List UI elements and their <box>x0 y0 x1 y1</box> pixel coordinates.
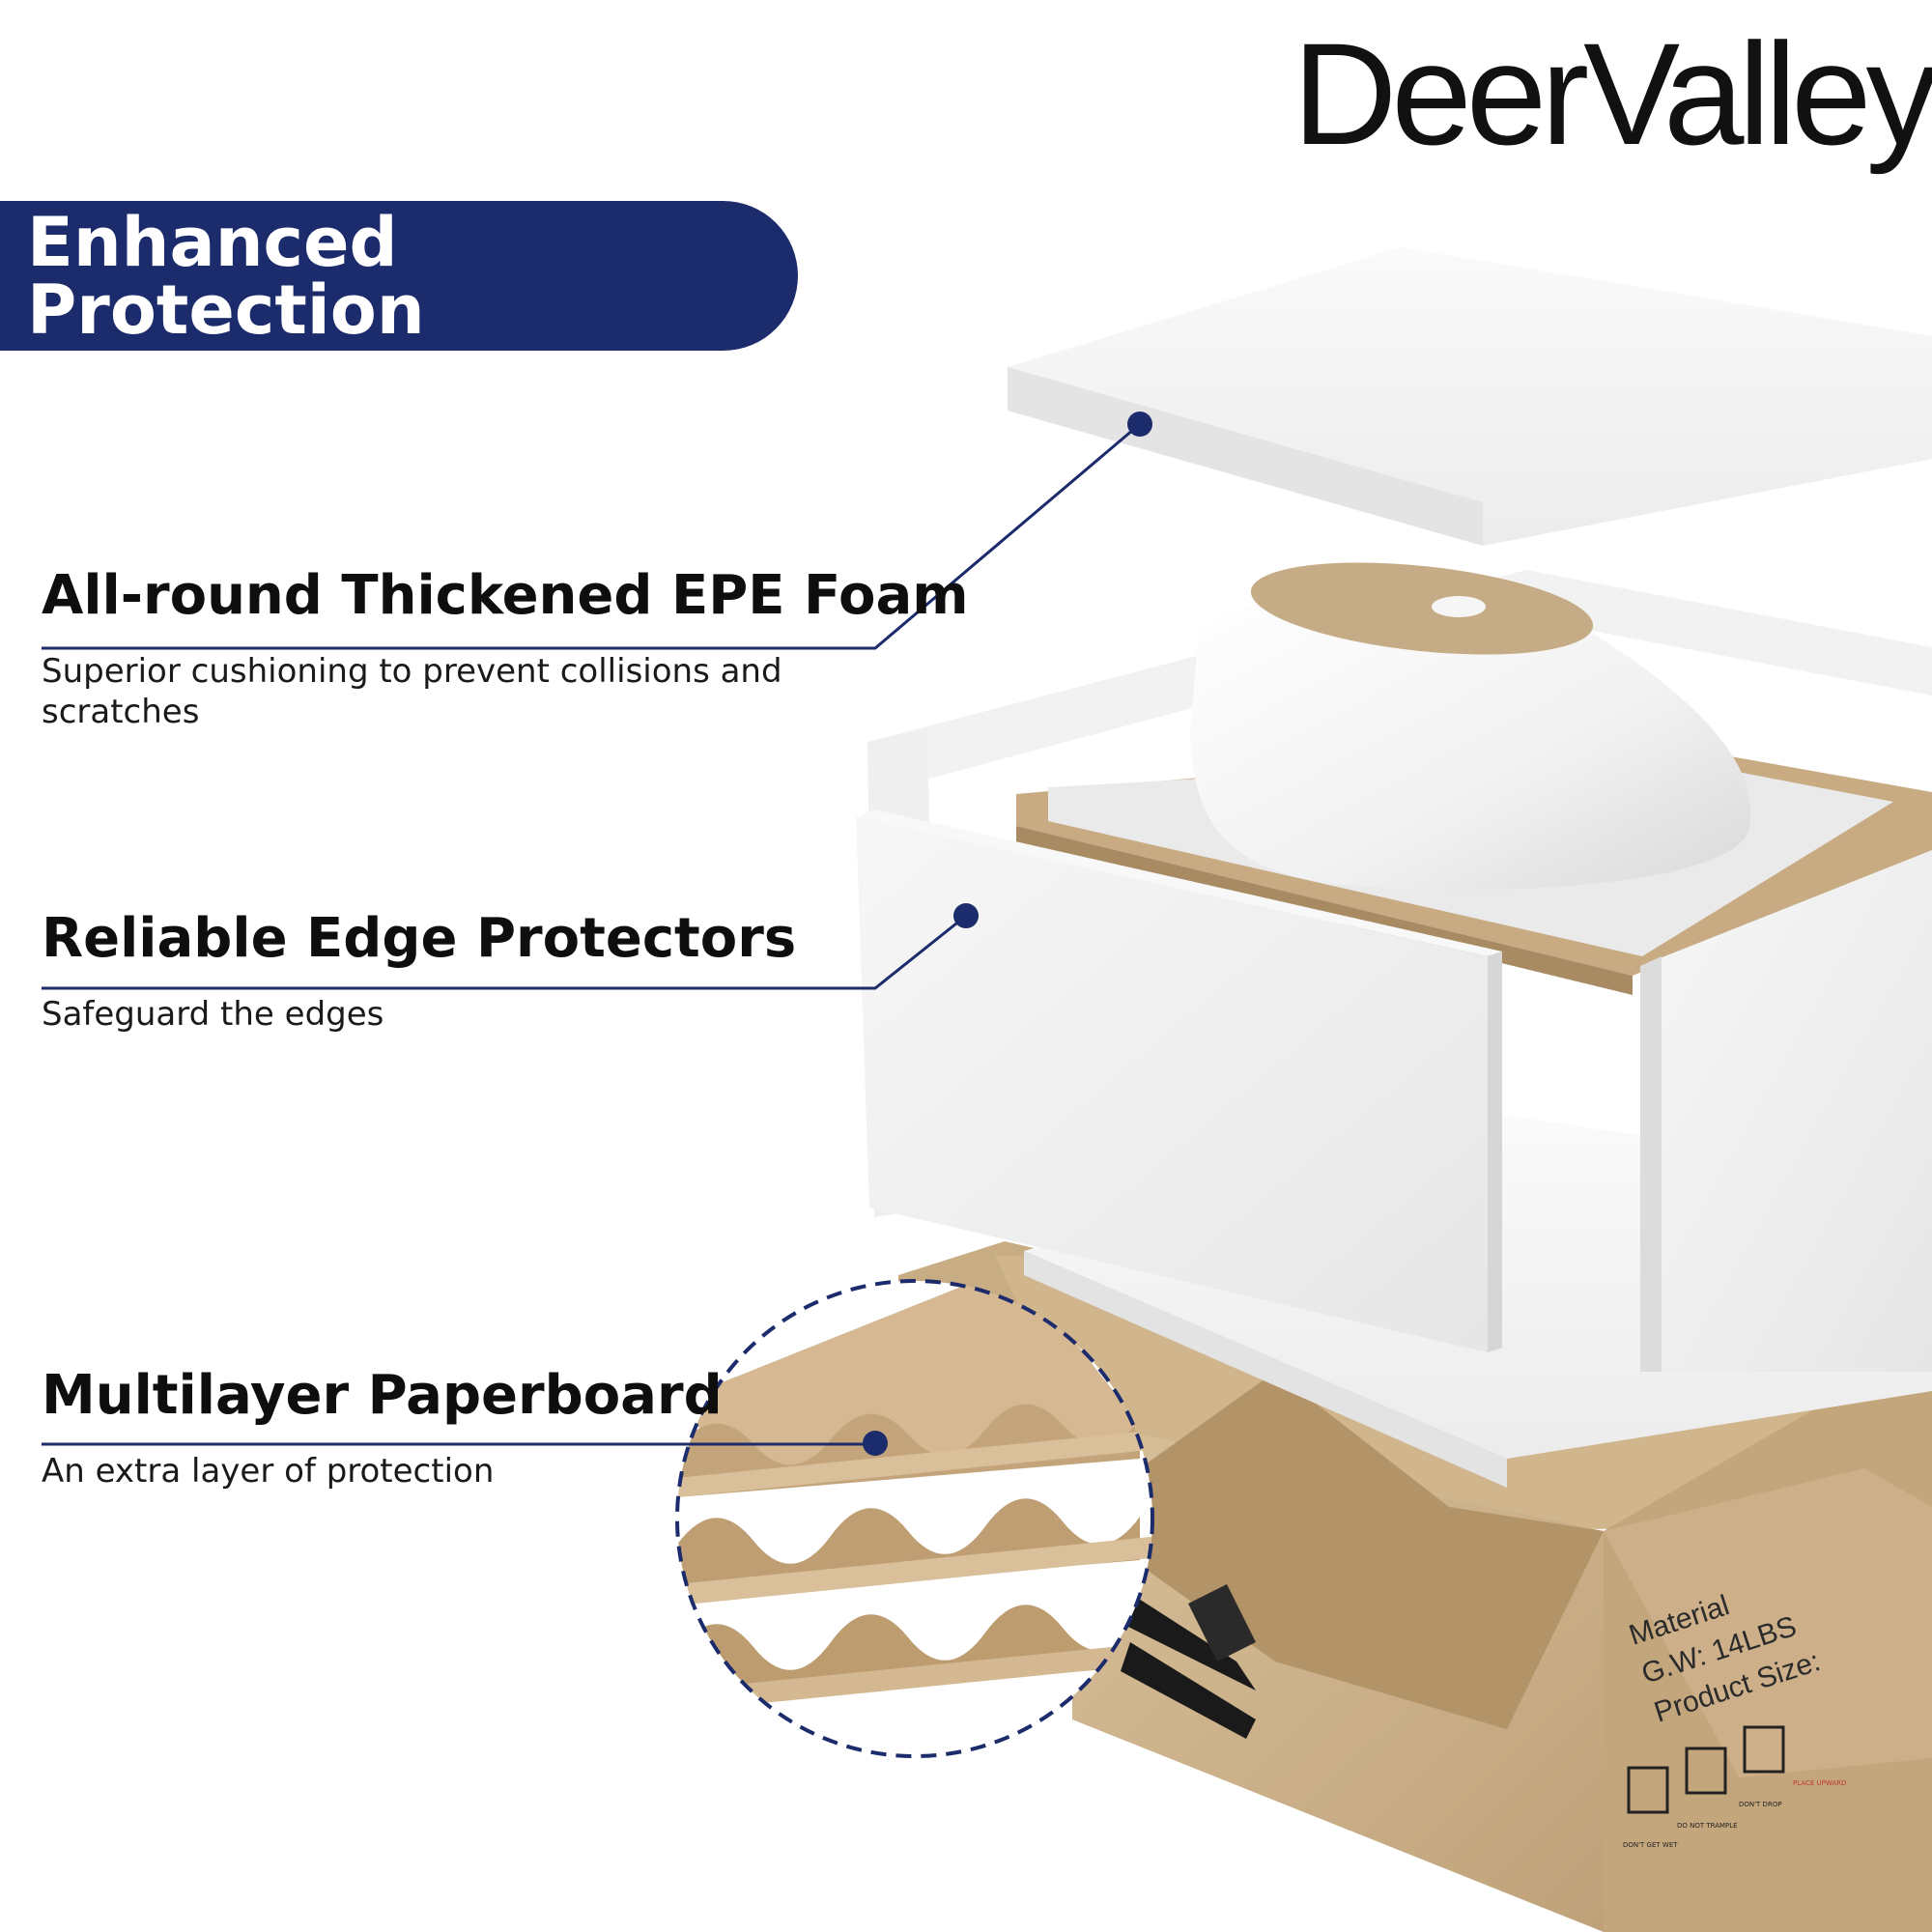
box-icon-label-4: PLACE UPWARD <box>1793 1779 1846 1787</box>
box-icon-label-2: DO NOT TRAMPLE <box>1677 1822 1738 1830</box>
feature-title: Multilayer Paperboard <box>42 1364 723 1427</box>
front-foam-panel <box>856 810 1502 1352</box>
leader-line-edge <box>42 914 967 990</box>
feature-description: Superior cushioning to prevent collision… <box>42 651 782 731</box>
back-foam-wall <box>867 570 1932 792</box>
feature-description: Safeguard the edges <box>42 994 384 1034</box>
box-icon-label-1: DON'T GET WET <box>1623 1841 1678 1849</box>
feature-title: Reliable Edge Protectors <box>42 907 797 970</box>
feature-title: All-round Thickened EPE Foam <box>42 564 969 627</box>
right-foam-wall <box>1640 850 1932 1372</box>
brand-name: DeerValley <box>1293 13 1932 175</box>
fragile-icon <box>1743 1725 1785 1774</box>
feature-edge-protectors: Reliable Edge Protectors Safeguard the e… <box>42 909 892 1035</box>
umbrella-icon <box>1627 1766 1669 1814</box>
basin-sink <box>1190 562 1751 891</box>
leader-dot-paper <box>863 1431 888 1456</box>
feature-description: An extra layer of protection <box>42 1451 495 1491</box>
banner-title: Enhanced Protection <box>27 202 425 350</box>
leader-dot-edge <box>953 903 979 928</box>
leader-dot-foam <box>1127 412 1152 437</box>
top-foam-sheet <box>1008 247 1932 546</box>
box-handling-icons: DON'T GET WET DO NOT TRAMPLE DON'T DROP … <box>1623 1725 1846 1849</box>
leader-line-foam <box>42 422 1141 650</box>
brand-logo: DeerValley® <box>1293 21 1932 166</box>
box-icon-label-3: DON'T DROP <box>1739 1801 1782 1808</box>
callout-lines <box>42 412 1152 1456</box>
feature-paperboard: Multilayer Paperboard An extra layer of … <box>42 1366 892 1492</box>
section-banner: Enhanced Protection <box>0 201 798 351</box>
paperboard-zoom <box>675 1279 1154 1758</box>
feature-epe-foam: All-round Thickened EPE Foam Superior cu… <box>42 564 969 732</box>
no-trample-icon <box>1685 1747 1727 1795</box>
